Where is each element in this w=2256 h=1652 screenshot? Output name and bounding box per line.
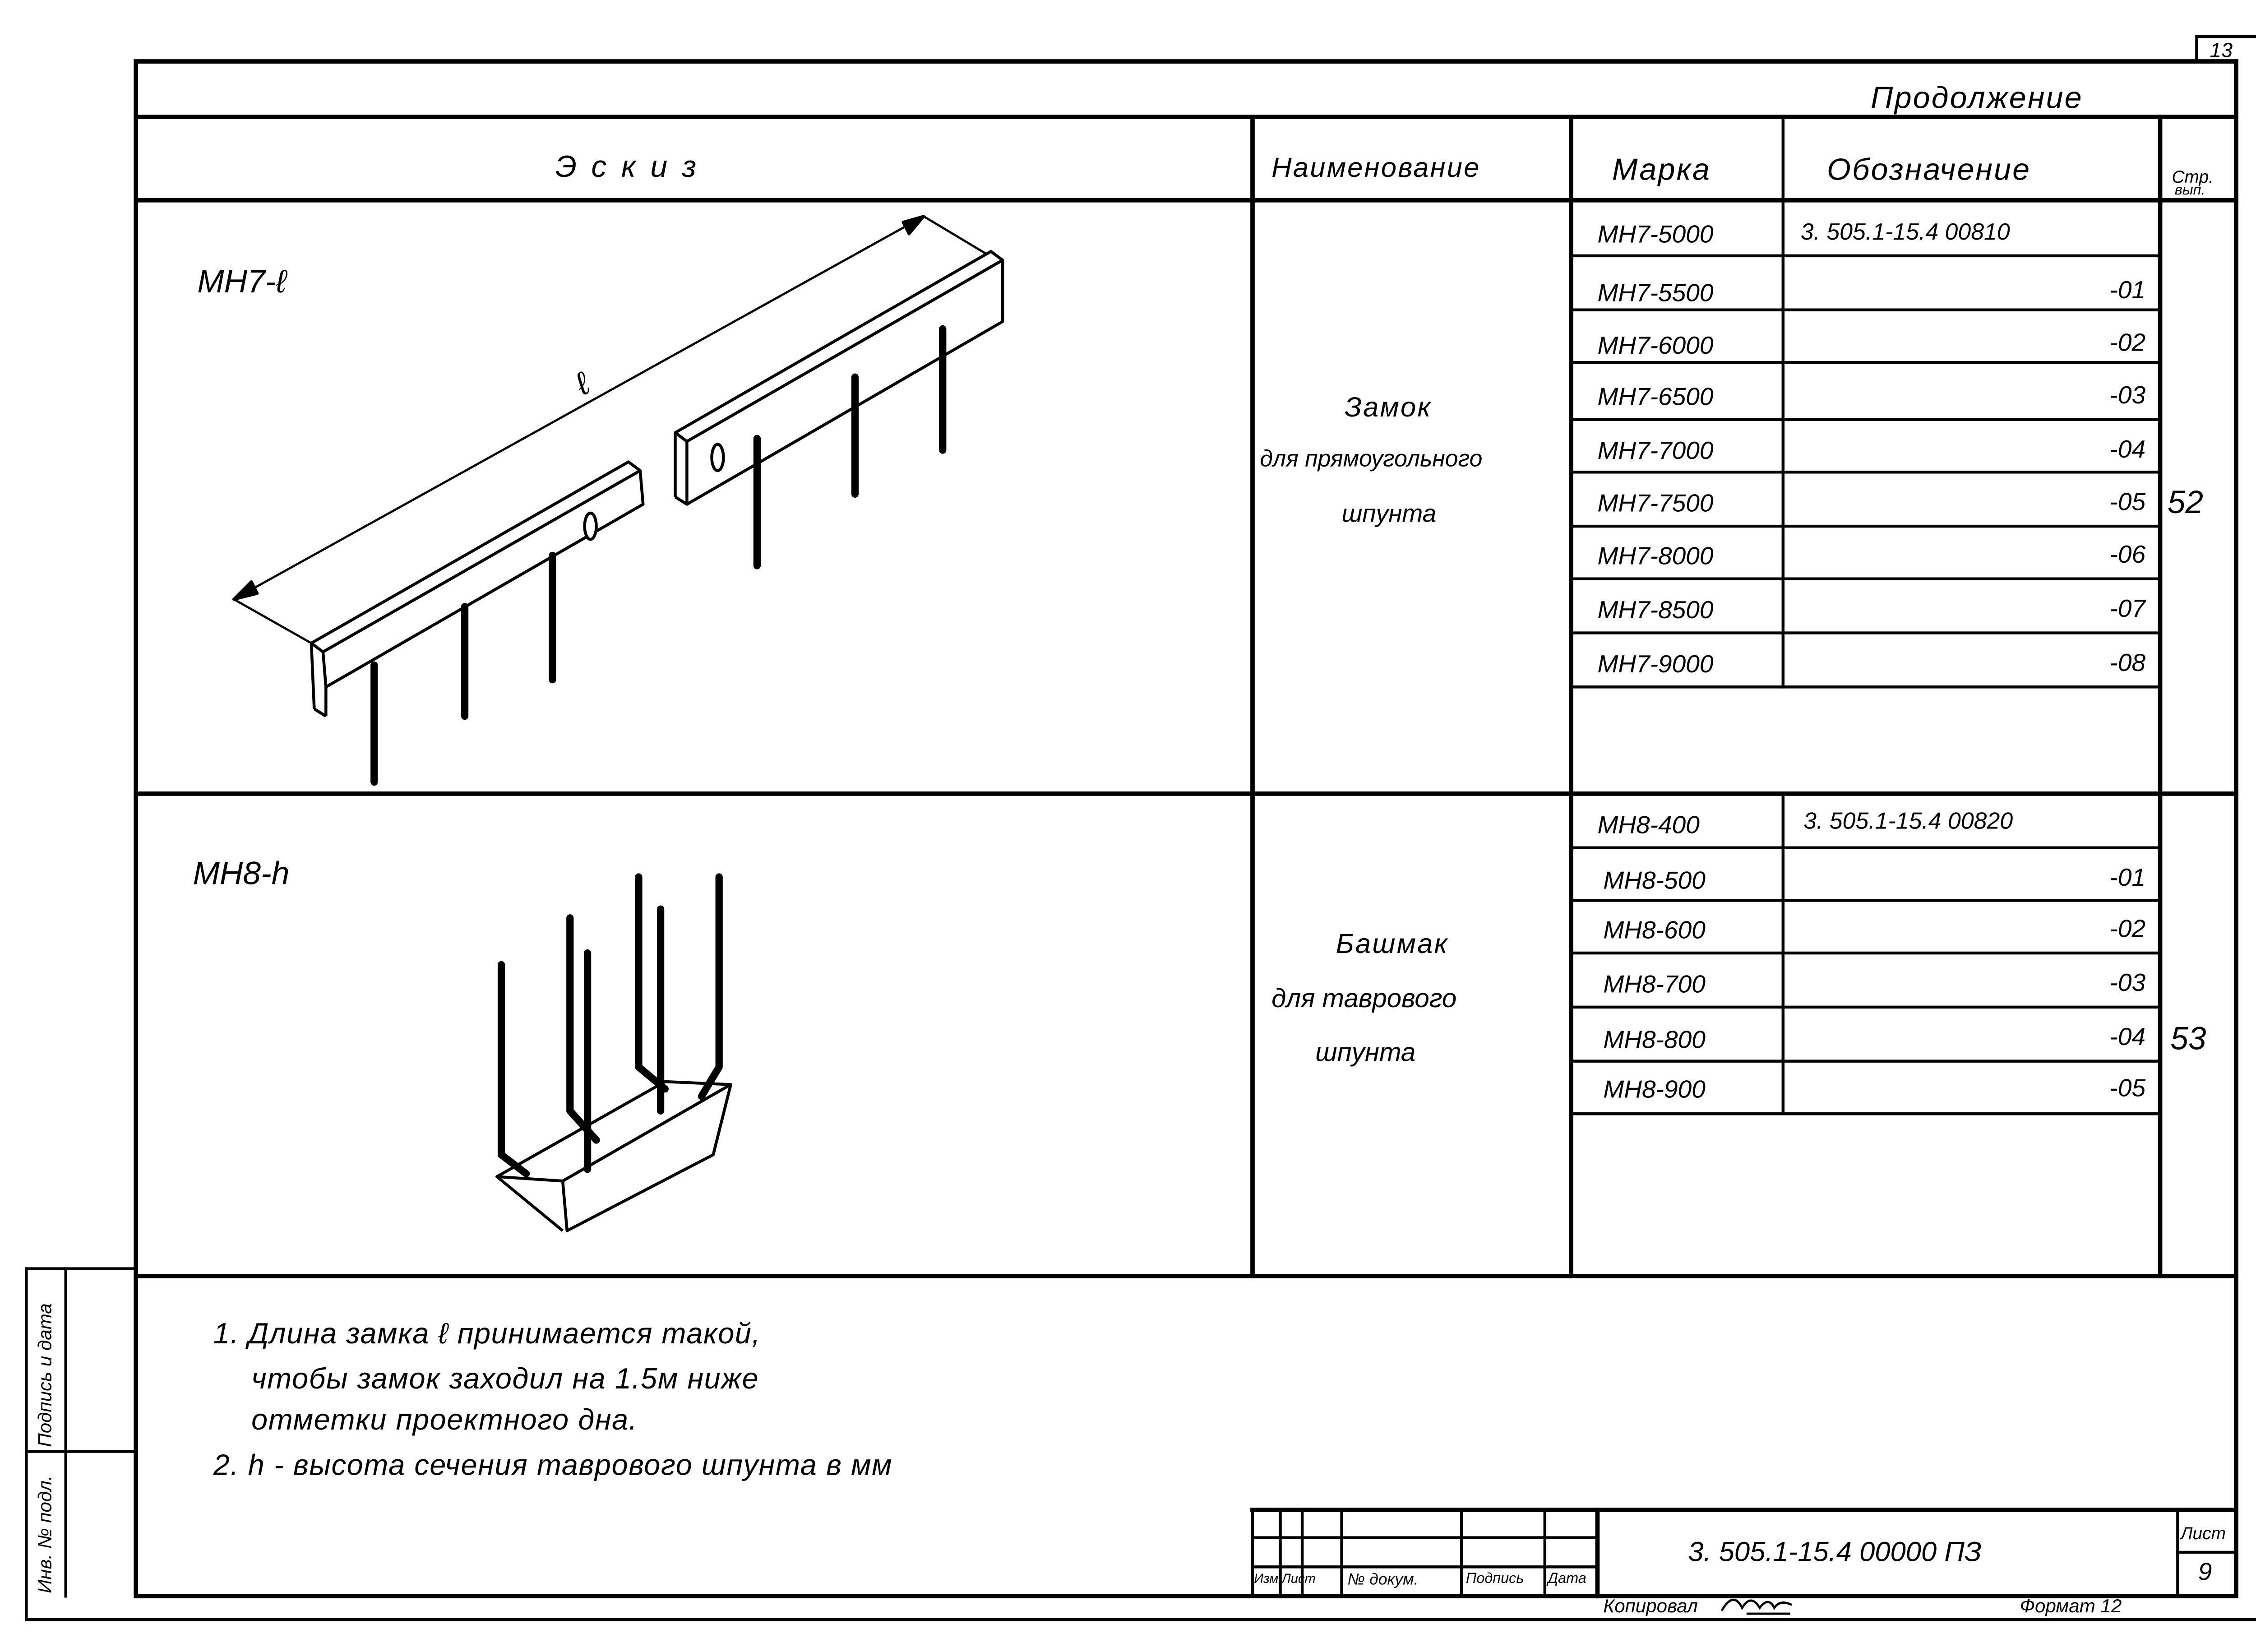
sheet-number: 13 [2210,38,2233,62]
designation-cell: 3. 505.1-15.4 00810 [1800,221,2010,246]
designation-cell: -02 [2109,329,2146,357]
column-header-name: Наименование [1271,153,1481,185]
item-name-line3: шпунта [1315,1037,1416,1067]
sketch-shoe-mn8 [495,873,732,1232]
mark-cell: МН8-900 [1603,1076,1706,1104]
title-block-grid [1250,1508,2238,1599]
designation-cell: -01 [2109,276,2146,304]
mark-cell: МН7-9000 [1597,650,1714,678]
designation-cell: 3. 505.1-15.4 00820 [1803,810,2013,835]
designation-cell: -08 [2109,649,2146,677]
designation-cell: -01 [2109,864,2146,892]
item-name-line2: для прямоугольного [1260,447,1483,472]
title-col-signature: Подпись [1465,1571,1524,1587]
designation-cell: -03 [2109,381,2146,409]
note-line: 2. h - высота сечения таврового шпунта в… [213,1450,893,1482]
title-sheet-label: Лист [2180,1523,2226,1544]
mark-cell: МН7-5500 [1597,279,1714,307]
designation-cell: -07 [2109,595,2146,623]
mark-cell: МН7-7500 [1597,490,1714,518]
designation-cell: -02 [2109,915,2146,943]
continuation-label: Продолжение [1871,82,2083,116]
mark-cell: МН8-700 [1603,970,1706,999]
document-code: 3. 505.1-15.4 00000 ПЗ [1688,1537,1982,1569]
designation-cell: -03 [2109,969,2146,997]
item-name-line2: для таврового [1271,983,1457,1013]
page-ref: 52 [2167,484,2204,521]
mark-cell: МН7-6000 [1597,332,1714,360]
copier-signature [1720,1598,1793,1615]
outer-border [25,35,2256,1621]
stamp-inventory-no: Инв. № подл. [33,1475,56,1593]
designation-cell: -04 [2109,435,2146,463]
item-name-line3: шпунта [1341,500,1437,528]
column-header-page-sub: вып. [2174,182,2205,199]
mark-cell: МН7-5000 [1597,221,1714,249]
mark-cell: МН7-8000 [1597,542,1714,570]
format-label: Формат 12 [2020,1594,2122,1617]
title-col-date: Дата [1548,1571,1586,1587]
title-col-sheet: Лист [1281,1571,1316,1586]
column-header-mark: Марка [1612,153,1711,187]
title-col-doc-no: № докум. [1347,1571,1419,1589]
mark-cell: МН8-600 [1603,916,1706,944]
copied-by-label: Копировал [1603,1594,1698,1617]
sketch-lock-mn7 [232,215,1004,786]
mark-cell: МН7-7000 [1597,437,1714,465]
column-header-designation: Обозначение [1827,153,2031,187]
item-name-line1: Башмак [1336,930,1449,961]
sketch-label-mn7: МН7-ℓ [197,263,287,300]
sketch-label-mn8: МН8-h [193,855,290,892]
column-header-page: Стр. [2172,167,2214,187]
mark-cell: МН7-6500 [1597,383,1714,411]
designation-cell: -05 [2109,488,2146,516]
mark-cell: МН8-800 [1603,1026,1706,1054]
title-sheet-value: 9 [2198,1558,2212,1586]
dimension-line [233,215,925,601]
designation-cell: -04 [2109,1023,2146,1051]
item-name-line1: Замок [1345,393,1432,424]
mark-cell: МН7-8500 [1597,596,1714,625]
designation-cell: -05 [2109,1074,2146,1102]
page-ref: 53 [2170,1020,2206,1057]
stamp-signature-date: Подпись и дата [33,1303,56,1447]
title-col-change: Изм. [1254,1571,1282,1586]
note-line: 1. Длина замка ℓ принимается такой, [213,1318,761,1351]
note-line: отметки проектного дна. [251,1404,638,1437]
column-header-sketch: Эскиз [555,150,711,185]
designation-cell: -06 [2109,541,2146,569]
note-line: чтобы замок заходил на 1.5м ниже [251,1364,759,1396]
inner-border [134,59,2238,1599]
mark-cell: МН8-500 [1603,866,1706,895]
mark-cell: МН8-400 [1597,811,1700,839]
